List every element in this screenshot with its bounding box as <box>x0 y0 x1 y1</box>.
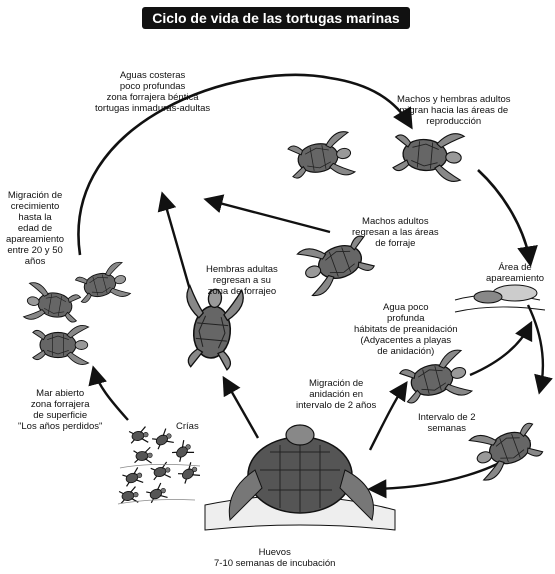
label-open-sea: Mar abiertozona forrajerade superficie"L… <box>18 388 102 432</box>
adult-turtle-female <box>392 129 464 183</box>
label-eggs: Huevos7-10 semanas de incubación <box>214 547 335 569</box>
label-growth-migration: Migración decrecimientohasta laedad deap… <box>6 190 64 267</box>
arrow-eggs-to-females <box>225 380 258 438</box>
label-two-week-interval: Intervalo de 2semanas <box>418 412 476 434</box>
label-mating-area: Área deapareamiento <box>486 262 544 284</box>
arc-mating-to-interval <box>528 305 543 390</box>
arc-nesting-to-mating <box>470 325 530 375</box>
label-females-return: Hembras adultasregresan a suzona de forr… <box>206 264 278 297</box>
nesting-migration-turtle <box>398 349 473 410</box>
nesting-turtle <box>205 425 395 530</box>
label-nesting-migration: Migración deanidación enintervalo de 2 a… <box>296 378 376 411</box>
arrow-females-to-forage <box>163 196 190 290</box>
label-hatchlings: Crías <box>176 421 199 432</box>
label-males-return: Machos adultosregresan a las áreasde for… <box>352 216 439 249</box>
label-coastal-waters: Aguas costeraspoco profundaszona forraje… <box>95 70 210 114</box>
adult-turtle-male <box>287 131 356 185</box>
arc-adults-to-mating <box>478 170 530 262</box>
mating-area-turtles <box>455 285 545 312</box>
arrow-males-to-forage <box>208 200 330 232</box>
label-adults-migrate: Machos y hembras adultosmigran hacia las… <box>397 94 511 127</box>
female-returning-turtle <box>181 286 244 371</box>
juvenile-turtle-1 <box>74 261 131 307</box>
label-shallow-water: Agua pocoprofundahábitats de preanidació… <box>354 302 458 357</box>
juvenile-turtle-3 <box>33 325 89 364</box>
juvenile-turtle-2 <box>23 282 81 328</box>
hatchlings-group <box>118 426 201 505</box>
